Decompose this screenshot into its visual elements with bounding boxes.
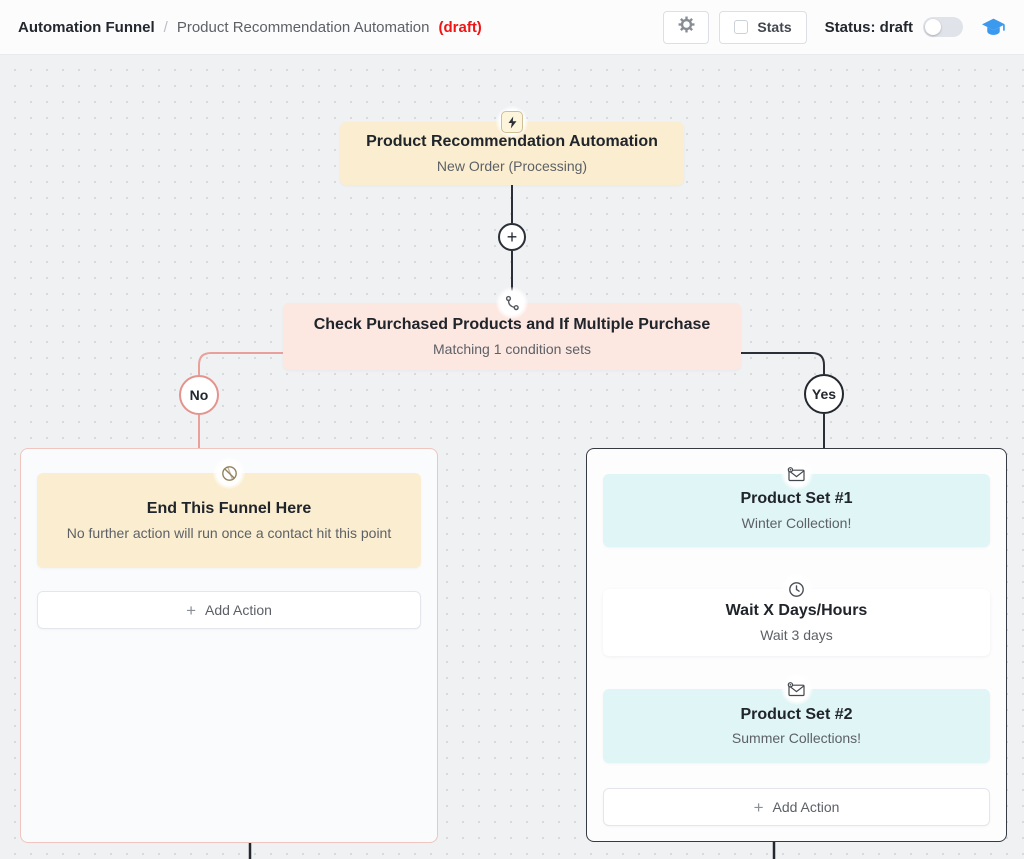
- add-step-button[interactable]: +: [498, 223, 526, 251]
- add-icon: +: [186, 600, 196, 620]
- header-bar: Automation Funnel / Product Recommendati…: [0, 0, 1024, 55]
- stats-button-label: Stats: [757, 19, 792, 35]
- branch-split-icon: [496, 287, 528, 319]
- condition-node[interactable]: Check Purchased Products and If Multiple…: [283, 287, 741, 370]
- plus-icon: +: [506, 227, 518, 247]
- end-funnel-title: End This Funnel Here: [146, 500, 312, 518]
- breadcrumb: Automation Funnel / Product Recommendati…: [18, 19, 482, 36]
- draft-status-badge: (draft): [438, 18, 482, 36]
- add-icon: +: [753, 797, 764, 817]
- breadcrumb-separator: /: [163, 18, 168, 36]
- graduation-cap-icon[interactable]: [981, 17, 1006, 38]
- product-set-2-subtitle: Summer Collections!: [731, 730, 862, 747]
- breadcrumb-current: Product Recommendation Automation: [176, 18, 430, 36]
- breadcrumb-root[interactable]: Automation Funnel: [18, 18, 155, 36]
- wait-subtitle: Wait 3 days: [760, 626, 833, 643]
- add-action-label-no: Add Action: [205, 602, 272, 618]
- add-action-label-yes: Add Action: [772, 799, 840, 815]
- product-set-1-node[interactable]: Product Set #1 Winter Collection!: [603, 458, 990, 547]
- trigger-subtitle: New Order (Processing): [436, 157, 588, 174]
- trigger-node[interactable]: Product Recommendation Automation New Or…: [340, 106, 684, 185]
- funnel-canvas[interactable]: Product Recommendation Automation New Or…: [0, 55, 1024, 859]
- gear-icon: [678, 16, 695, 38]
- branch-yes-badge: Yes: [804, 374, 844, 414]
- condition-subtitle: Matching 1 condition sets: [433, 340, 591, 357]
- wait-title: Wait X Days/Hours: [725, 602, 868, 620]
- lightning-icon: [496, 106, 528, 138]
- yes-branch-container: Product Set #1 Winter Collection! Wait X…: [586, 448, 1007, 842]
- stats-button[interactable]: Stats: [719, 10, 807, 44]
- trigger-title: Product Recommendation Automation: [366, 133, 658, 151]
- branch-no-badge: No: [179, 375, 219, 415]
- product-set-1-title: Product Set #1: [740, 490, 853, 508]
- add-action-button-yes[interactable]: + Add Action: [603, 788, 990, 826]
- product-set-2-node[interactable]: Product Set #2 Summer Collections!: [603, 673, 990, 763]
- add-action-button-no[interactable]: + Add Action: [37, 591, 421, 629]
- product-set-2-title: Product Set #2: [740, 705, 853, 723]
- status-label: Status: draft: [824, 18, 913, 36]
- ban-icon: [213, 457, 245, 489]
- header-actions: Stats Status: draft: [663, 10, 1006, 44]
- flow-connectors: [198, 185, 825, 859]
- end-funnel-subtitle: No further action will run once a contac…: [66, 524, 392, 541]
- condition-title: Check Purchased Products and If Multiple…: [313, 316, 711, 334]
- status-toggle-knob: [925, 19, 941, 35]
- clock-icon: [780, 573, 813, 605]
- wait-node[interactable]: Wait X Days/Hours Wait 3 days: [603, 573, 990, 656]
- product-email-icon: [780, 673, 813, 705]
- product-set-1-subtitle: Winter Collection!: [741, 514, 852, 531]
- status-toggle[interactable]: [923, 17, 963, 37]
- end-funnel-node[interactable]: End This Funnel Here No further action w…: [37, 457, 421, 568]
- branch-yes-label: Yes: [811, 386, 837, 402]
- stats-checkbox[interactable]: [734, 20, 749, 34]
- product-email-icon: [780, 458, 813, 490]
- settings-button[interactable]: [663, 10, 710, 44]
- no-branch-container: End This Funnel Here No further action w…: [20, 448, 438, 843]
- branch-no-label: No: [189, 387, 209, 403]
